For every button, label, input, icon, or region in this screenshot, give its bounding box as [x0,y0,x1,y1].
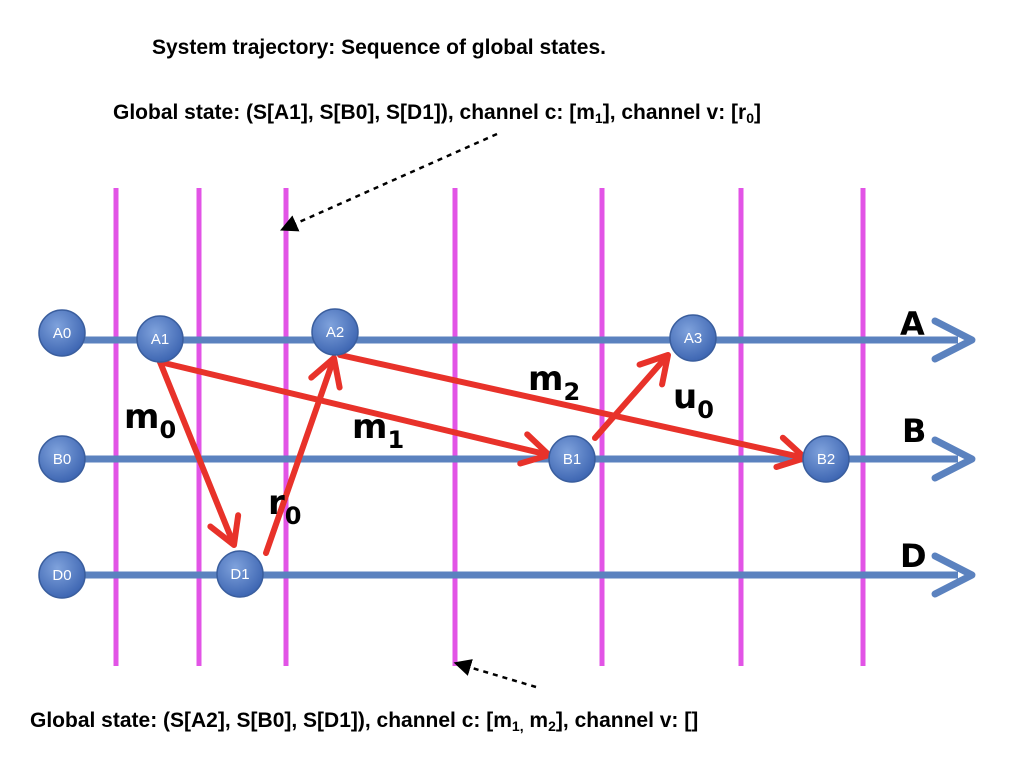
message-arrowhead-u0 [636,352,671,388]
message-label-m0: m0 [124,397,176,444]
top-global-state: Global state: (S[A1], S[B0], S[D1]), cha… [113,101,761,126]
node-circle [38,435,86,483]
node-b2: B2 [802,435,850,483]
process-label-a: A [900,305,925,343]
node-circle [136,315,184,363]
node-circle [802,435,850,483]
node-a1: A1 [136,315,184,363]
top-state-pointer-arrow [280,132,498,232]
node-d0: D0 [38,551,86,599]
node-label: B1 [563,451,581,468]
node-label: B0 [53,451,71,468]
node-circle [669,314,717,362]
message-label-u0: u0 [673,377,714,424]
node-a2: A2 [311,308,359,356]
node-circle [216,550,264,598]
node-b0: B0 [38,435,86,483]
node-label: A2 [326,324,344,341]
message-arrowhead-m0 [207,512,242,548]
node-a3: A3 [669,314,717,362]
process-label-b: B [902,412,926,450]
node-label: A0 [53,325,71,342]
node-label: A3 [684,330,702,347]
diagram-title: System trajectory: Sequence of global st… [152,36,606,59]
message-arrows [157,352,808,556]
message-label-m2: m2 [528,359,580,406]
message-labels: m0 m1 m2 r0 u0 [124,359,714,530]
node-a0: A0 [38,309,86,357]
timeline-arrowhead-b [931,436,976,482]
node-label: D1 [230,566,249,583]
message-arrowhead-r0 [308,355,343,391]
node-label: A1 [151,331,169,348]
message-label-m1: m1 [352,407,404,454]
bottom-global-state: Global state: (S[A2], S[B0], S[D1]), cha… [30,709,698,734]
message-arrow-m2 [337,352,805,461]
node-circle [548,435,596,483]
timeline-arrowhead-a [931,317,976,363]
timeline-arrowhead-d [931,552,976,598]
node-b1: B1 [548,435,596,483]
node-label: B2 [817,451,835,468]
message-arrow-m0 [157,359,236,545]
process-label-d: D [900,537,927,575]
node-circle [38,551,86,599]
message-arrow-u0 [592,355,669,441]
node-label: D0 [52,567,71,584]
message-arrow-m1 [157,359,549,458]
bottom-state-pointer-arrow [453,659,537,689]
message-label-r0: r0 [268,483,301,530]
node-d1: D1 [216,550,264,598]
node-circle [38,309,86,357]
node-circle [311,308,359,356]
message-arrow-r0 [263,358,336,556]
